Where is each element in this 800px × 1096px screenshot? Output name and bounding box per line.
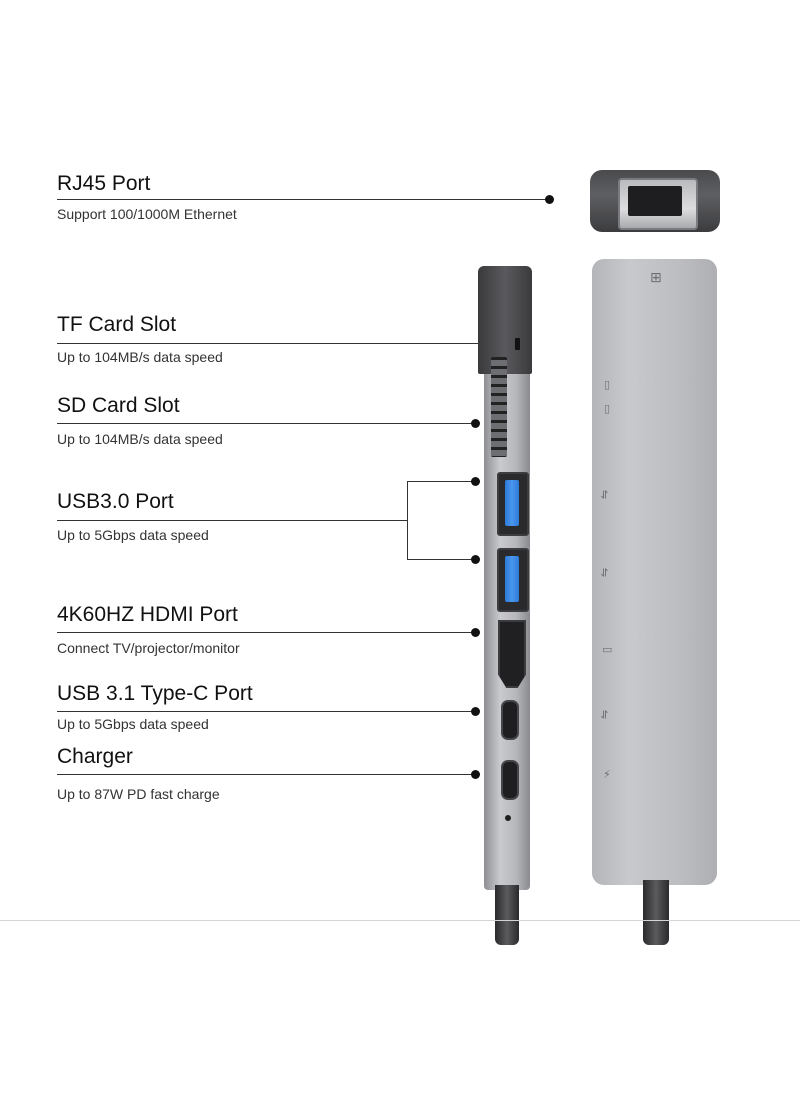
card-icon: ▯	[604, 402, 611, 415]
sd-card-slot	[491, 357, 507, 457]
usb3-dot-top	[471, 477, 480, 486]
tf-leader-line	[57, 343, 517, 344]
usb-icon: ⇋	[598, 709, 612, 720]
tf-card-slot	[515, 338, 520, 350]
type-c-port-data	[501, 700, 519, 740]
usb3-bracket-top	[407, 481, 475, 482]
lightning-icon: ⚡	[603, 768, 611, 781]
usb-icon: ⇋	[598, 567, 612, 578]
sd-dot	[471, 419, 480, 428]
hdmi-leader-line	[57, 632, 475, 633]
hub-side-rj45-cap	[478, 266, 532, 374]
typec-desc: Up to 5Gbps data speed	[57, 716, 209, 732]
tf-title: TF Card Slot	[57, 313, 177, 336]
rj45-title: RJ45 Port	[57, 172, 151, 195]
sd-desc: Up to 104MB/s data speed	[57, 431, 223, 447]
hdmi-icon: ▭	[602, 643, 613, 656]
hdmi-title: 4K60HZ HDMI Port	[57, 603, 238, 626]
usb3-title: USB3.0 Port	[57, 490, 174, 513]
sd-title: SD Card Slot	[57, 394, 180, 417]
tf-desc: Up to 104MB/s data speed	[57, 349, 223, 365]
usb3-bracket-bottom	[407, 559, 475, 560]
rj45-desc: Support 100/1000M Ethernet	[57, 206, 237, 222]
charger-leader-line	[57, 774, 475, 775]
hub-front-cable	[643, 880, 669, 945]
typec-leader-line	[57, 711, 475, 712]
bottom-separator	[0, 920, 800, 921]
sd-leader-line	[57, 423, 475, 424]
type-c-port-charger	[501, 760, 519, 800]
rj45-dot	[545, 195, 554, 204]
usb-a-port-2	[497, 548, 529, 612]
rj45-socket	[628, 186, 682, 216]
hdmi-port	[498, 620, 526, 688]
usb-a-port-1	[497, 472, 529, 536]
hub-side-cable	[495, 885, 519, 945]
typec-dot	[471, 707, 480, 716]
charger-desc: Up to 87W PD fast charge	[57, 786, 220, 802]
usb3-leader-line	[57, 520, 407, 521]
charger-dot	[471, 770, 480, 779]
hub-front-body	[592, 259, 717, 885]
charger-title: Charger	[57, 745, 133, 768]
usb-icon: ⇋	[598, 489, 612, 500]
hdmi-dot	[471, 628, 480, 637]
usb3-dot-bottom	[471, 555, 480, 564]
card-icon: ▯	[604, 378, 611, 391]
rj45-leader-line	[57, 199, 548, 200]
typec-title: USB 3.1 Type-C Port	[57, 682, 253, 705]
hdmi-desc: Connect TV/projector/monitor	[57, 640, 240, 656]
usb3-bracket-vertical	[407, 481, 408, 559]
ethernet-icon: ⊞	[650, 270, 662, 286]
status-led	[505, 815, 511, 821]
usb3-desc: Up to 5Gbps data speed	[57, 527, 209, 543]
